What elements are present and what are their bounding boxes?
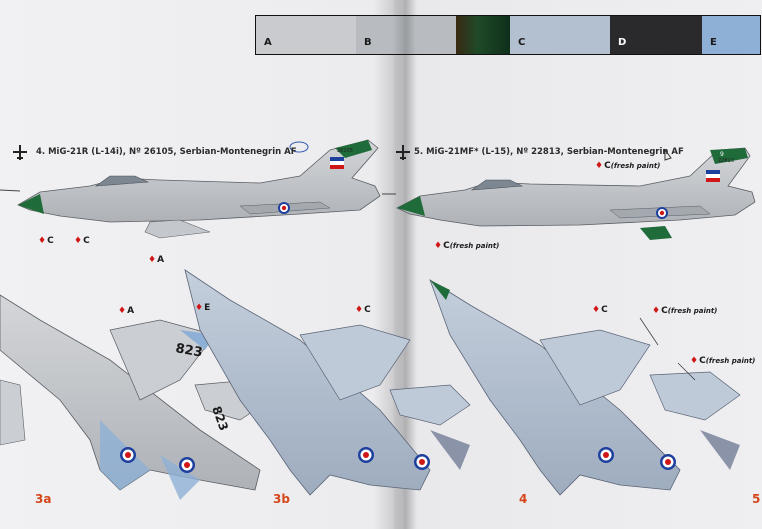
paint-drop-icon: ♦ [148, 255, 157, 265]
paint-drop-icon: ♦ [355, 305, 364, 315]
swatch-a: A [256, 16, 356, 54]
swatch-label: D [618, 37, 627, 48]
color-swatch-strip: A B C D E [255, 15, 761, 55]
profile-5-aircraft: 22813 9 [382, 147, 756, 240]
profile-4-aircraft: 26105 [0, 139, 381, 239]
paint-marker: ♦C [355, 305, 371, 315]
swatch-c: C [510, 16, 610, 54]
view-3b-aircraft [184, 269, 471, 496]
paint-marker: ♦C(fresh paint) [434, 241, 500, 251]
swatch-dark-green [456, 16, 510, 54]
profile-5-caption: 5. MiG-21MF* (L-15), Nº 22813, Serbian-M… [414, 147, 684, 157]
swatch-e: E [702, 16, 760, 54]
view-label-5: 5 [752, 492, 761, 506]
paint-drop-icon: ♦ [592, 305, 601, 315]
fin-number-5: 9 [720, 151, 724, 158]
paint-drop-icon: ♦ [118, 306, 127, 316]
fin-serial-5: 22813 [718, 158, 734, 164]
aircraft-silhouette-icon [396, 145, 410, 160]
wing-number: 823 [174, 341, 203, 360]
paint-marker: ♦A [148, 255, 165, 265]
paint-drop-icon: ♦ [195, 303, 204, 313]
swatch-d: D [610, 16, 702, 54]
paint-marker: ♦C(fresh paint) [652, 306, 718, 316]
paint-marker: ♦C [74, 236, 90, 246]
paint-drop-icon: ♦ [652, 306, 661, 316]
paint-marker: ♦C(fresh paint) [690, 356, 756, 366]
swatch-label: A [264, 37, 272, 48]
paint-marker: ♦E [195, 303, 211, 313]
view-3a-aircraft: 823 823 [0, 294, 271, 500]
swatch-b: B [356, 16, 456, 54]
view-4-aircraft [429, 279, 741, 496]
swatch-label: C [518, 37, 526, 48]
view-label-3a: 3a [35, 492, 52, 506]
aircraft-silhouette-icon [13, 145, 27, 160]
view-label-4: 4 [519, 492, 528, 506]
paint-marker: ♦C [38, 236, 54, 246]
fin-serial-4: 26105 [337, 148, 353, 154]
paint-marker: ♦A [118, 306, 135, 316]
paint-drop-icon: ♦ [595, 161, 604, 171]
view-label-3b: 3b [273, 492, 290, 506]
paint-drop-icon: ♦ [434, 241, 443, 251]
profile-4-caption: 4. MiG-21R (L-14i), Nº 26105, Serbian-Mo… [36, 147, 297, 157]
swatch-label: E [710, 37, 717, 48]
paint-marker: ♦C [592, 305, 608, 315]
paint-drop-icon: ♦ [38, 236, 47, 246]
paint-marker: ♦C(fresh paint) [595, 161, 661, 171]
paint-drop-icon: ♦ [74, 236, 83, 246]
paint-drop-icon: ♦ [690, 356, 699, 366]
swatch-label: B [364, 37, 372, 48]
